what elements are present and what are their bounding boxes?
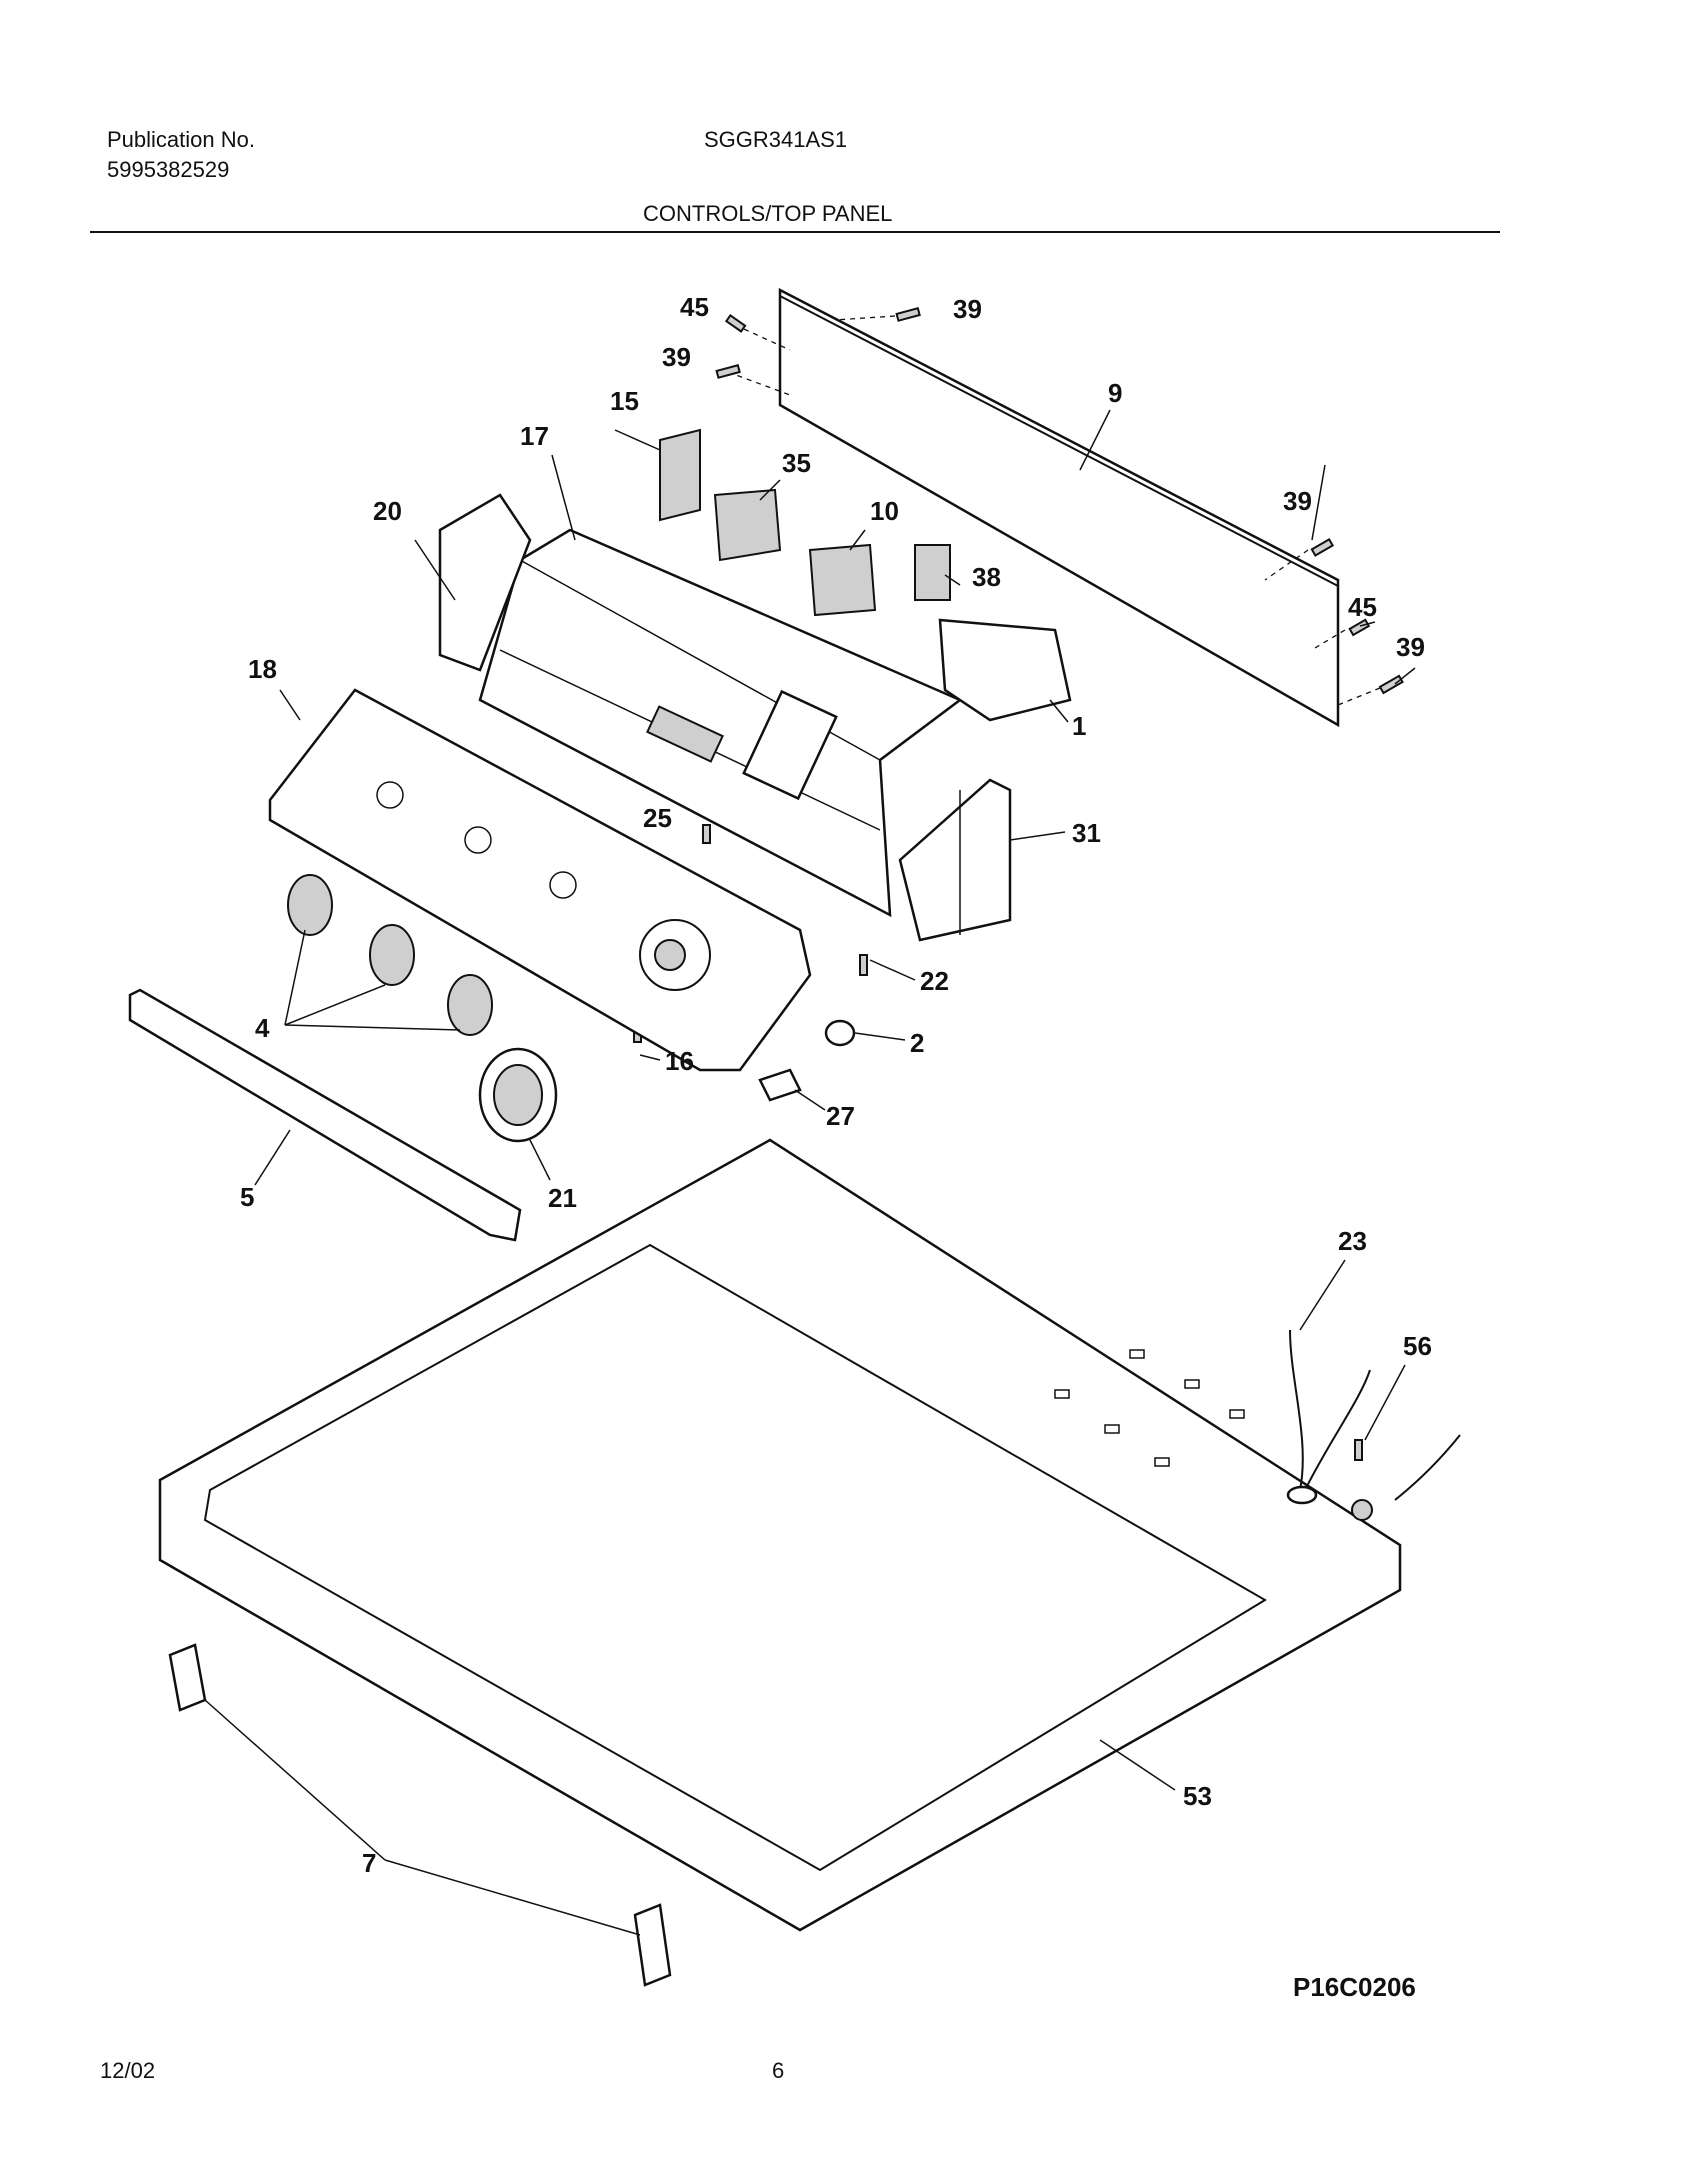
callout-22: 22 (920, 966, 949, 996)
control-panel-frame-part (478, 528, 963, 918)
callout-35: 35 (782, 448, 811, 478)
callout-21: 21 (548, 1183, 577, 1213)
publication-number: 5995382529 (107, 157, 230, 182)
callout-4: 4 (255, 1013, 270, 1043)
small-parts (758, 1019, 856, 1102)
section-title: CONTROLS/TOP PANEL (643, 201, 893, 226)
callout-5: 5 (240, 1182, 254, 1212)
door-stop-parts (168, 1643, 672, 1987)
leader-lines (204, 409, 1416, 1936)
footer-date: 12/02 (100, 2058, 156, 2083)
back-panel-part (727, 287, 1381, 728)
callout-17: 17 (520, 421, 549, 451)
callout-39c: 39 (1283, 486, 1312, 516)
callout-10: 10 (870, 496, 899, 526)
callout-23: 23 (1338, 1226, 1367, 1256)
callout-38: 38 (972, 562, 1001, 592)
callout-53: 53 (1183, 1781, 1212, 1811)
header-rule (90, 231, 1500, 233)
callout-45a: 45 (680, 292, 709, 322)
callout-39b: 39 (662, 342, 691, 372)
end-cap-left-part (438, 493, 532, 672)
console-front-part (268, 688, 812, 1072)
callout-15: 15 (610, 386, 639, 416)
callout-56: 56 (1403, 1331, 1432, 1361)
callout-16: 16 (665, 1046, 694, 1076)
drawing-code: P16C0206 (1293, 1972, 1416, 2002)
top-panel-part (158, 1138, 1402, 1932)
knob-parts (287, 874, 493, 1036)
publication-label: Publication No. (107, 127, 255, 152)
callout-45b: 45 (1348, 592, 1377, 622)
wire-harness-part (1286, 1329, 1461, 1521)
callout-20: 20 (373, 496, 402, 526)
callout-27: 27 (826, 1101, 855, 1131)
timer-knob-part (478, 1047, 558, 1143)
callout-7: 7 (362, 1848, 376, 1878)
trim-strip-part (128, 988, 522, 1242)
switch-parts (659, 428, 1072, 722)
callout-labels: 45 39 39 9 15 17 35 10 38 20 39 45 39 18… (240, 292, 1432, 1878)
callout-31: 31 (1072, 818, 1101, 848)
callout-9: 9 (1108, 378, 1122, 408)
callout-39a: 39 (953, 294, 982, 324)
model-number: SGGR341AS1 (704, 127, 848, 152)
page-number: 6 (772, 2058, 785, 2083)
callout-25: 25 (643, 803, 672, 833)
callout-1: 1 (1072, 711, 1086, 741)
callout-18: 18 (248, 654, 277, 684)
callout-39d: 39 (1396, 632, 1425, 662)
screws (633, 307, 1404, 1461)
end-cap-right-part (898, 778, 1012, 942)
callout-2: 2 (910, 1028, 924, 1058)
